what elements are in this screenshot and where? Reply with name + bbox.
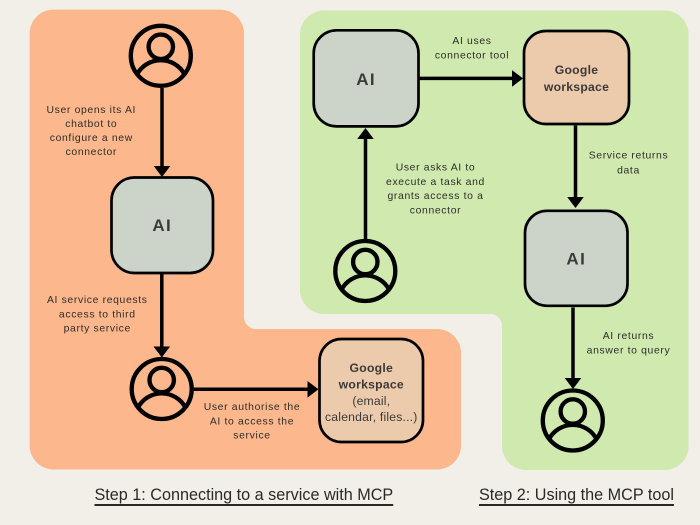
svg-text:Service returns: Service returns bbox=[589, 150, 669, 161]
svg-text:configure a new: configure a new bbox=[50, 133, 133, 144]
svg-text:Google: Google bbox=[555, 63, 598, 77]
svg-text:(email,: (email, bbox=[352, 394, 390, 408]
svg-text:party service: party service bbox=[64, 324, 131, 335]
svg-text:chatbot to: chatbot to bbox=[65, 119, 117, 130]
svg-text:data: data bbox=[617, 165, 640, 176]
svg-text:workspace: workspace bbox=[338, 378, 404, 392]
svg-text:access to third: access to third bbox=[59, 309, 136, 320]
svg-text:connector: connector bbox=[410, 206, 461, 217]
svg-text:AI returns: AI returns bbox=[603, 331, 655, 342]
svg-text:service: service bbox=[233, 431, 270, 442]
svg-text:Google: Google bbox=[350, 361, 393, 375]
svg-text:AI: AI bbox=[356, 70, 376, 89]
svg-text:calendar, files...): calendar, files...) bbox=[325, 410, 418, 424]
svg-text:AI: AI bbox=[152, 216, 172, 235]
svg-text:AI uses: AI uses bbox=[452, 36, 491, 47]
svg-text:grants access to a: grants access to a bbox=[387, 191, 483, 202]
svg-text:answer to query: answer to query bbox=[587, 345, 671, 356]
svg-text:User asks AI to: User asks AI to bbox=[396, 163, 476, 174]
svg-text:connector tool: connector tool bbox=[435, 51, 509, 62]
svg-text:workspace: workspace bbox=[543, 80, 609, 94]
svg-text:AI: AI bbox=[566, 250, 586, 269]
svg-text:AI service requests: AI service requests bbox=[47, 295, 148, 306]
svg-text:AI to access the: AI to access the bbox=[210, 416, 294, 427]
svg-text:User authorise the: User authorise the bbox=[204, 402, 301, 413]
svg-text:execute a task and: execute a task and bbox=[386, 177, 485, 188]
svg-text:User opens its AI: User opens its AI bbox=[47, 105, 137, 116]
svg-text:connector: connector bbox=[66, 147, 117, 158]
